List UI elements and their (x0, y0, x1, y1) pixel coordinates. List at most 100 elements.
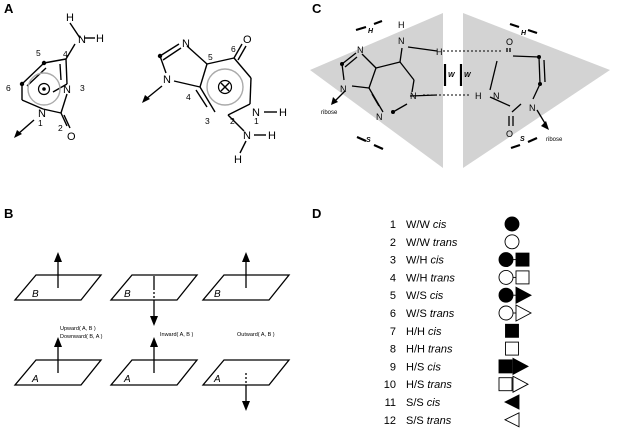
family-orientation: trans (427, 415, 452, 427)
family-row: 2 W/W trans (390, 234, 520, 250)
family-number: 5 (390, 290, 396, 302)
pur-num1: 1 (254, 116, 259, 126)
pyr-num5: 5 (36, 48, 41, 58)
plane-b-label-3: B (214, 289, 221, 300)
pur-o-label: O (243, 34, 252, 46)
family-symbol-square (505, 323, 519, 338)
family-symbol-circle (504, 216, 520, 232)
ura-h3-label: H (475, 91, 482, 101)
plane-b-label-1: B (32, 289, 39, 300)
purine-structure (145, 43, 277, 154)
pur-n7-label: N (182, 38, 190, 50)
ura-ribose-label: ribose (546, 137, 563, 143)
family-edges: W/H trans (406, 272, 455, 284)
family-row: 9 H/S cis (390, 357, 529, 376)
family-number: 7 (390, 326, 396, 338)
family-row: 10 H/S trans (384, 375, 529, 393)
pur-num5: 5 (208, 52, 213, 62)
family-edges: H/S trans (406, 379, 452, 391)
edge-label-sugar-left: S (366, 137, 371, 144)
plane-b-label-2: B (124, 289, 131, 300)
pyr-n1-label: N (38, 108, 46, 120)
family-edges: W/W trans (406, 237, 458, 249)
family-number: 9 (390, 361, 396, 373)
family-symbol-circle-triangle (498, 304, 532, 322)
family-number: 3 (390, 255, 396, 267)
ura-n1-label: N (529, 103, 536, 113)
family-edges: W/H cis (406, 255, 444, 267)
pyr-num2: 2 (58, 123, 63, 133)
edge-label-wc-left: W (448, 72, 456, 79)
family-row: 11 S/S cis (385, 394, 520, 410)
plane-a-label-1: A (31, 374, 39, 385)
family-symbol-circle-triangle (498, 286, 532, 304)
plane-diagrams (13, 258, 291, 403)
family-orientation: cis (433, 219, 447, 231)
family-edges: S/S cis (406, 397, 441, 409)
family-number: 2 (390, 237, 396, 249)
family-number: 10 (384, 379, 396, 391)
ade-h1-label: H (398, 20, 405, 30)
family-orientation: trans (430, 272, 455, 284)
family-orientation: cis (427, 397, 441, 409)
pur-num4: 4 (186, 92, 191, 102)
pur-h2b-label: H (234, 154, 242, 166)
edge-triangles (310, 13, 610, 168)
pur-n1-label: N (252, 107, 260, 119)
family-edges: W/S trans (406, 308, 455, 320)
panel-label-a: A (4, 1, 14, 16)
pur-n9-label: N (163, 74, 171, 86)
pur-h1-label: H (279, 107, 287, 119)
pyrimidine-structure (17, 22, 95, 135)
family-edges: H/S cis (406, 361, 441, 373)
pur-num6: 6 (231, 44, 236, 54)
pyr-h1-label: H (66, 12, 74, 24)
pyr-o-label: O (67, 131, 76, 143)
ura-n3-label: N (493, 91, 500, 101)
edge-label-hoogsteen-right: H (521, 30, 527, 37)
family-orientation: trans (433, 237, 458, 249)
pyr-n3-label: N (63, 84, 71, 96)
uracil-structure (489, 48, 547, 126)
ade-ribose-label: ribose (321, 110, 338, 116)
relation-inward: Inward( A, B ) (160, 332, 193, 338)
pur-num3: 3 (205, 116, 210, 126)
family-number: 11 (385, 397, 396, 409)
panel-label-b: B (4, 206, 13, 221)
edge-dashes (355, 19, 538, 151)
ade-n1-label: N (410, 91, 417, 101)
family-row: 6 W/S trans (390, 304, 532, 322)
plane-a-label-2: A (123, 374, 131, 385)
ade-n9-label: N (340, 84, 347, 94)
panel-label-c: C (312, 1, 322, 16)
family-orientation: trans (430, 308, 455, 320)
family-symbol-circle-square (498, 269, 530, 285)
pyr-num1: 1 (38, 118, 43, 128)
family-symbol-triangle (503, 394, 520, 410)
plane-a-label-3: A (213, 374, 221, 385)
family-row: 3 W/H cis (390, 252, 530, 268)
family-edges: H/H cis (406, 326, 442, 338)
family-symbol-square-triangle (498, 375, 529, 393)
pyr-num6: 6 (6, 83, 11, 93)
pyr-num4: 4 (63, 49, 68, 59)
edge-label-sugar-right: S (520, 136, 525, 143)
pyr-num3: 3 (80, 83, 85, 93)
family-orientation: cis (430, 255, 444, 267)
family-number: 6 (390, 308, 396, 320)
ade-n3-label: N (376, 112, 383, 122)
plane-arrowheads (54, 252, 250, 411)
family-number: 8 (390, 344, 396, 356)
ura-o4-label: O (506, 37, 513, 47)
family-edges: W/W cis (406, 219, 447, 231)
family-symbol-triangle (503, 412, 520, 428)
family-row: 7 H/H cis (390, 323, 519, 338)
panel-label-d: D (312, 206, 321, 221)
family-number: 12 (384, 415, 396, 427)
